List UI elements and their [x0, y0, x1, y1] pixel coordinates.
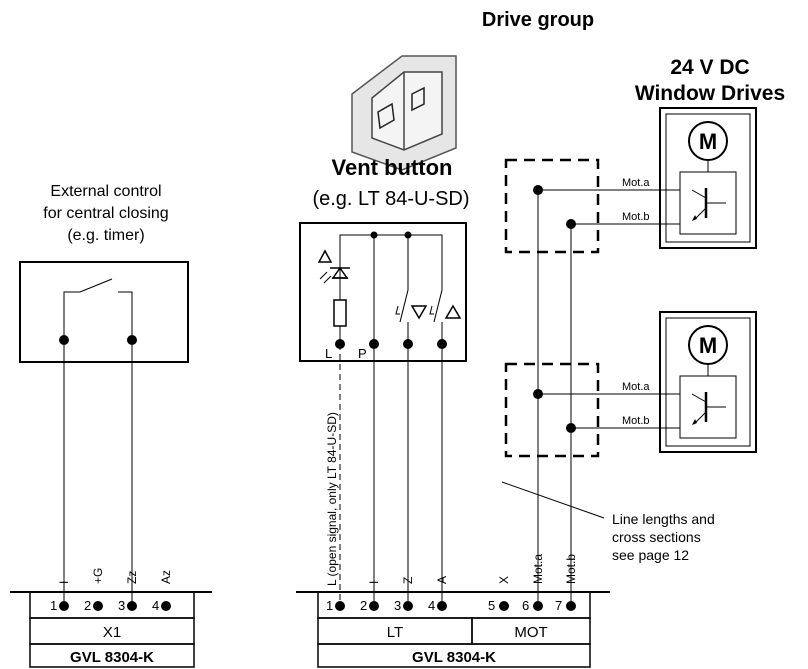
lt-pin-label-3: Z — [401, 577, 415, 584]
x1-terminal-4 — [161, 601, 171, 611]
vent-button-subtitle: (e.g. LT 84-U-SD) — [312, 188, 469, 210]
lt-terminal-4 — [437, 601, 447, 611]
lt-terminal-3 — [403, 601, 413, 611]
vent-terminal-p: P — [358, 346, 367, 361]
drive2-mot-a-label: Mot.a — [622, 381, 650, 393]
junction-box-2 — [504, 362, 600, 458]
mot-pin-label-7: Mot.b — [564, 554, 578, 584]
lt-name: LT — [387, 624, 403, 641]
x1-number-2: 2 — [84, 598, 91, 613]
x1-pin-label-2: +G — [91, 568, 105, 584]
mot-pin-label-5: X — [497, 576, 511, 584]
resistor-symbol — [333, 299, 347, 327]
switch-symbol — [63, 278, 133, 340]
button-close-symbol — [429, 289, 462, 344]
mot-number-5: 5 — [488, 598, 495, 613]
external-control-line2: for central closing — [43, 205, 168, 222]
x1-pin-label-4: Az — [159, 570, 173, 584]
lt-terminal-2 — [369, 601, 379, 611]
vent-button-image — [351, 55, 457, 171]
drive2-motor-label: M — [699, 333, 717, 358]
drive1-mot-a-label: Mot.a — [622, 177, 650, 189]
x1-pin-label-3: Zz — [125, 571, 139, 584]
junction-box-1 — [504, 158, 600, 254]
window-drive-2 — [659, 311, 757, 453]
mot-pin-label-6: Mot.a — [531, 554, 545, 584]
vent-button-title: Vent button — [332, 155, 453, 180]
line-lengths-note-3: see page 12 — [612, 547, 689, 563]
lt-number-2: 2 — [360, 598, 367, 613]
x1-device-name: GVL 8304-K — [70, 649, 154, 666]
mot-terminal-5 — [499, 601, 509, 611]
led-symbol — [317, 249, 350, 284]
external-control-box — [19, 261, 189, 363]
mot-terminal-6 — [533, 601, 543, 611]
x1-number-1: 1 — [50, 598, 57, 613]
line-lengths-note-2: cross sections — [612, 529, 701, 545]
drive-group-title: Drive group — [482, 9, 594, 31]
x1-name: X1 — [103, 624, 121, 641]
lt-number-3: 3 — [394, 598, 401, 613]
mot-name: MOT — [514, 624, 547, 641]
open-signal-note: L (open signal, only LT 84-U-SD) — [325, 412, 339, 586]
x1-terminal-2 — [93, 601, 103, 611]
lt-number-1: 1 — [326, 598, 333, 613]
lt-pin-label-4: A — [435, 576, 449, 584]
lt-pin-label-2: I — [367, 581, 381, 584]
x1-number-3: 3 — [118, 598, 125, 613]
x1-number-4: 4 — [152, 598, 159, 613]
mot-terminal-7 — [566, 601, 576, 611]
drives-title-line1: 24 V DC — [670, 56, 749, 79]
lt-number-4: 4 — [428, 598, 435, 613]
x1-terminal-1 — [59, 601, 69, 611]
vent-terminal-l: L — [325, 346, 332, 361]
x1-terminal-3 — [127, 601, 137, 611]
mot-number-6: 6 — [522, 598, 529, 613]
lt-terminal-1 — [335, 601, 345, 611]
drive2-mot-b-label: Mot.b — [622, 415, 650, 427]
drives-title-line2: Window Drives — [635, 82, 785, 105]
vent-internal-bus — [339, 234, 443, 344]
vent-button-box — [299, 222, 467, 362]
terminal-block-lt-mot — [296, 591, 610, 668]
note-leader-line — [501, 481, 605, 519]
right-device-name: GVL 8304-K — [412, 649, 496, 666]
terminal-block-x1 — [10, 591, 212, 668]
line-lengths-note-1: Line lengths and — [612, 511, 715, 527]
window-drive-1 — [659, 107, 757, 249]
drive1-motor-label: M — [699, 129, 717, 154]
external-control-line3: (e.g. timer) — [67, 227, 144, 244]
drive1-mot-b-label: Mot.b — [622, 211, 650, 223]
x1-pin-label-1: I — [57, 581, 71, 584]
mot-number-7: 7 — [555, 598, 562, 613]
external-control-line1: External control — [50, 183, 161, 200]
button-open-symbol — [395, 289, 428, 344]
